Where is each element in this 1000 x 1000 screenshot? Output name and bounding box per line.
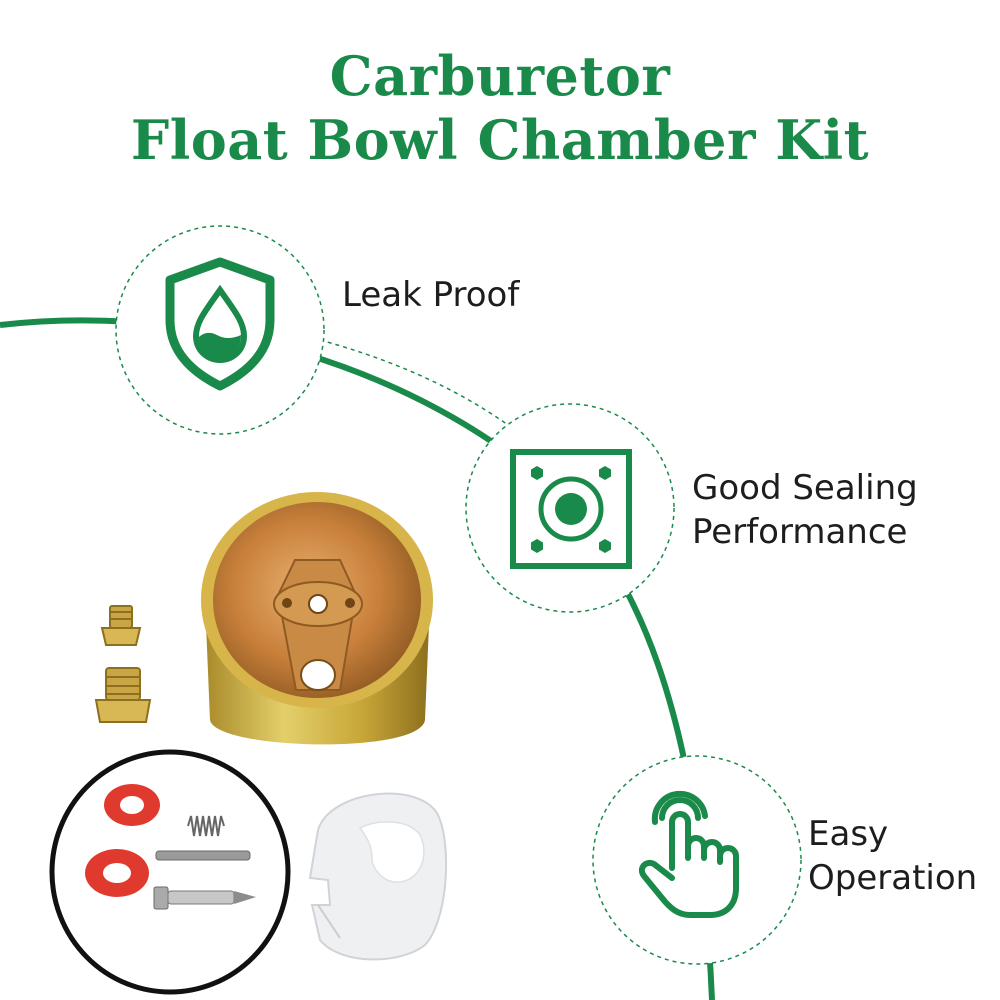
dashed-arc	[319, 339, 581, 491]
spring-image	[187, 815, 225, 837]
red-washer-1-image	[104, 784, 160, 826]
page-title: Carburetor Float Bowl Chamber Kit	[0, 44, 1000, 172]
feature-good-sealing-line2: Performance	[692, 512, 908, 552]
o-ring-gasket-image	[49, 749, 291, 995]
feature-good-sealing-line1: Good Sealing	[692, 468, 918, 508]
feature-leak-proof-line1: Leak Proof	[342, 275, 520, 315]
feature-easy-operation-line2: Operation	[808, 858, 978, 898]
feature-circle-1	[115, 225, 325, 435]
feature-easy-operation: Easy Operation	[808, 812, 977, 900]
needle-valve-image	[153, 886, 256, 910]
float-image	[308, 792, 448, 961]
feature-easy-operation-line1: Easy	[808, 814, 889, 854]
float-bowl-image	[201, 492, 433, 745]
seal-square-icon	[510, 449, 632, 569]
feature-good-sealing: Good Sealing Performance	[692, 466, 918, 554]
feature-leak-proof: Leak Proof	[342, 273, 519, 317]
title-line-1: Carburetor	[329, 44, 671, 108]
pin-image	[155, 850, 251, 861]
shield-water-drop-icon	[165, 257, 275, 391]
feature-circle-3	[592, 755, 802, 965]
screw-small-image	[100, 605, 142, 646]
screw-large-image	[94, 667, 152, 723]
title-line-2: Float Bowl Chamber Kit	[130, 108, 870, 172]
red-washer-2-image	[85, 849, 149, 897]
tap-hand-icon	[638, 790, 739, 918]
